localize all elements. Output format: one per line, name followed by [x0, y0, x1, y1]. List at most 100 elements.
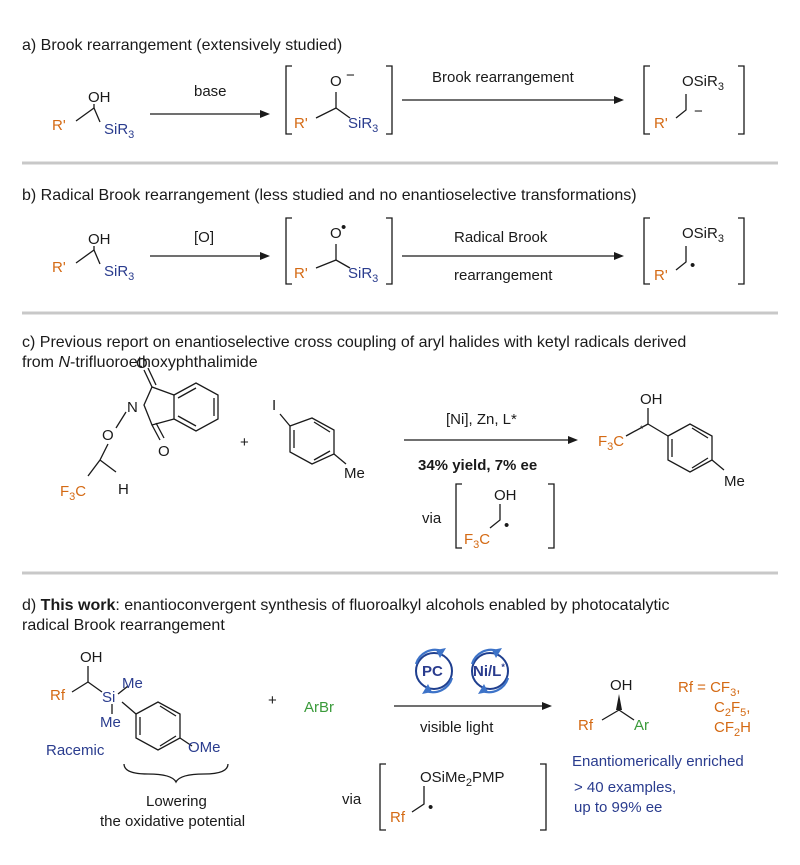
silyl-ether-label: OSiR3 [682, 225, 724, 245]
methyl-label: Me [344, 465, 365, 482]
underbrace [123, 763, 229, 784]
rf-cf2h: CF2H [714, 719, 751, 739]
bond [279, 413, 291, 427]
bond [313, 450, 331, 461]
trifluoromethyl-label: F3C [60, 483, 86, 503]
r-prime-label: R' [52, 117, 66, 134]
methyl-label: Me [100, 714, 121, 731]
panel-a-header: a) Brook rearrangement (extensively stud… [22, 37, 342, 54]
panel-a-silyl-alcohol: OH R' SiR3 [52, 89, 134, 141]
methoxy-label: OMe [188, 739, 221, 756]
bond [675, 94, 687, 119]
bond [313, 421, 331, 433]
hydroxyl-label: OH [88, 231, 111, 248]
panel-b: b) Radical Brook rearrangement (less stu… [22, 187, 745, 285]
photocatalyst-icon: PC [414, 648, 454, 694]
bond [71, 681, 89, 693]
nitrogen-label: N [127, 399, 138, 416]
oxygen-label: O [330, 225, 342, 242]
panel-a-alkoxide-intermediate: O − R' SiR3 [285, 65, 393, 135]
rf-c2f5: C2F5, [714, 699, 750, 719]
visible-light-label: visible light [420, 719, 494, 736]
radical-dot: • [428, 799, 433, 816]
carbonyl-bond [143, 369, 153, 388]
bond [489, 504, 501, 529]
bond [315, 259, 351, 269]
carbonyl-oxygen: O [136, 355, 148, 372]
left-bracket [285, 65, 292, 135]
carbonyl-bond [155, 422, 165, 439]
benzene-ring [667, 423, 713, 473]
panel-b-silyl-alcohol: OH R' SiR3 [52, 231, 134, 283]
radical-dot: • [504, 517, 509, 534]
bond [315, 107, 351, 119]
iodine-label: I [272, 397, 276, 414]
imide-ring [143, 386, 175, 426]
hydrogen-label: H [118, 481, 129, 498]
bond [99, 459, 117, 473]
r-prime-label: R' [294, 265, 308, 282]
carbonyl-bond [151, 424, 161, 441]
racemic-silyl-alcohol: OH Rf Si Me Me OMe Racemic Lowering the … [46, 649, 245, 830]
bond [333, 453, 347, 465]
silyl-label: SiR3 [348, 115, 378, 135]
left-bracket [285, 217, 292, 285]
aryl-bromide-label: ArBr [304, 699, 334, 716]
hydroxyl-label: OH [494, 487, 517, 504]
wedge-bond [616, 694, 622, 710]
bond [115, 411, 127, 429]
oxygen-label: O [330, 73, 342, 90]
radical-brook-label: Radical Brook [454, 229, 548, 246]
reagent-oxidant: [O] [194, 229, 214, 246]
methyl-label: Me [122, 675, 143, 692]
brook-rearrangement-label: Brook rearrangement [432, 69, 575, 86]
silyl-label: SiR3 [348, 265, 378, 285]
fluoroalkyl-label: Rf [390, 809, 406, 826]
bond [618, 709, 635, 721]
negative-charge: − [694, 103, 703, 120]
examples-count-label: > 40 examples, [574, 779, 676, 796]
via-label: via [342, 791, 362, 808]
bond [647, 423, 669, 437]
hydroxyl-label: OH [80, 649, 103, 666]
right-bracket [738, 65, 745, 135]
left-bracket [643, 65, 650, 135]
aryl-label: Ar [634, 717, 649, 734]
phthalimide-reagent: O O N O F3C H [60, 355, 219, 503]
lowering-label: Lowering [146, 793, 207, 810]
stereocenter-star: * [640, 424, 644, 434]
silyl-label: SiR3 [104, 121, 134, 141]
bond [159, 735, 177, 747]
ketyl-radical-intermediate: via OH F3C • [422, 483, 555, 551]
panel-c-header-line-2: from N-trifluoroethoxyphthalimide [22, 354, 258, 371]
bond [159, 705, 177, 717]
fluoroalkyl-group-list: Rf = CF3, C2F5, CF2H [678, 679, 751, 739]
negative-charge: − [346, 67, 355, 84]
bond [691, 457, 709, 469]
carbonyl-oxygen: O [158, 443, 170, 460]
bond [691, 427, 709, 439]
bond [177, 387, 197, 399]
panel-b-carbon-radical-intermediate: OSiR3 R' • [643, 217, 745, 285]
methyl-label: Me [724, 473, 745, 490]
fluoroalkyl-label: Rf [578, 717, 594, 734]
arrowhead [614, 96, 624, 104]
trifluoromethyl-label: F3C [598, 433, 624, 453]
bond [675, 246, 687, 271]
hydroxyl-label: OH [88, 89, 111, 106]
via-label: via [422, 510, 442, 527]
arrowhead [260, 110, 270, 118]
panel-c-product: OH * F3C Me [598, 391, 745, 490]
bond [179, 737, 193, 747]
plus-sign: + [240, 434, 249, 451]
arrowhead [614, 252, 624, 260]
panel-b-header: b) Radical Brook rearrangement (less stu… [22, 187, 637, 204]
bond [177, 415, 197, 427]
ni-ligand-label: Ni/L* [473, 662, 505, 680]
r-prime-label: R' [294, 115, 308, 132]
benzene-ring [173, 382, 219, 432]
r-prime-label: R' [654, 115, 668, 132]
bond [75, 106, 101, 123]
hydroxyl-label: OH [610, 677, 633, 694]
